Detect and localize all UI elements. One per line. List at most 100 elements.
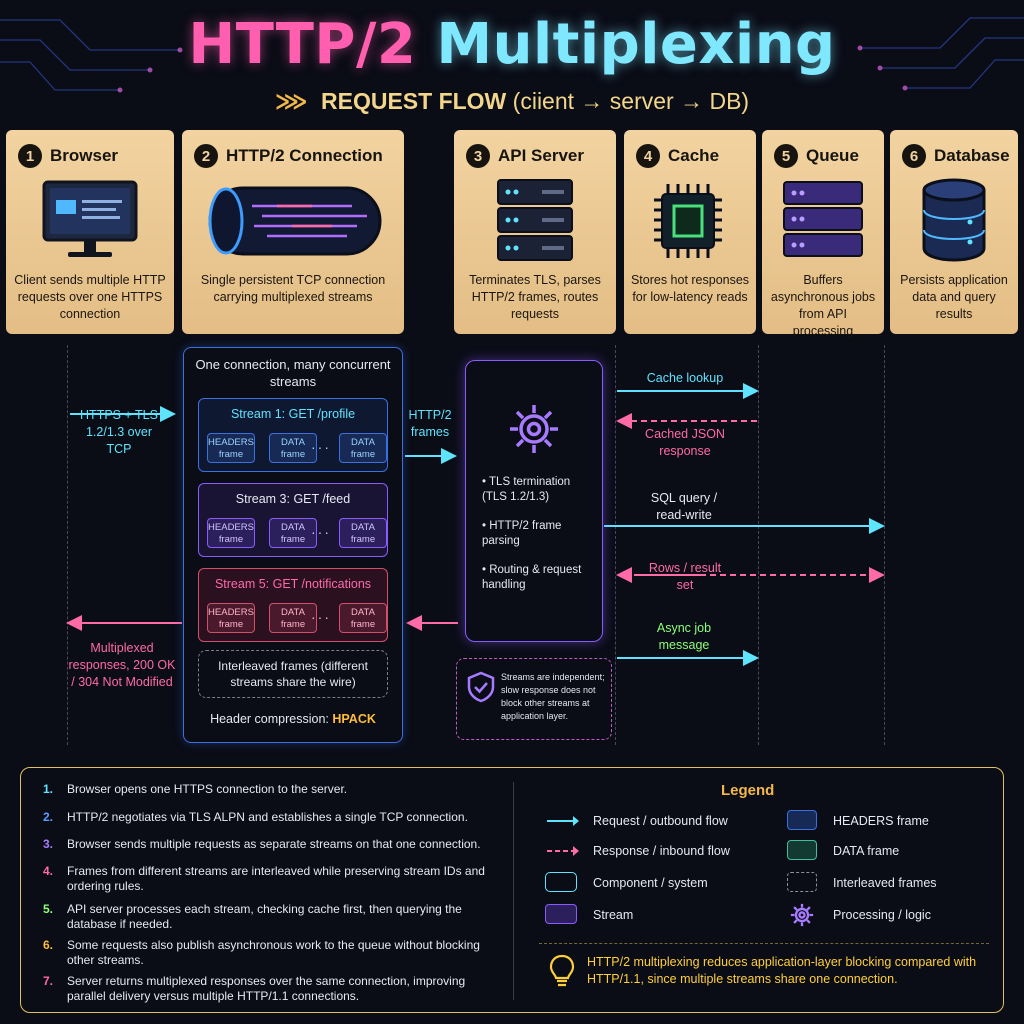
tip-text: HTTP/2 multiplexing reduces application-… xyxy=(587,955,977,986)
legend-response-label: Response / inbound flow xyxy=(593,844,730,858)
card-number: 2 xyxy=(194,144,218,168)
title-multiplexing: Multiplexing xyxy=(436,12,836,77)
step-number: 5. xyxy=(43,902,54,916)
legend-response-swatch xyxy=(547,846,579,856)
data-frame: DATA frame xyxy=(339,603,387,633)
subtitle-rest: (ciient → server → DB) xyxy=(512,88,750,114)
subtitle: ⋙ REQUEST FLOW (ciient → server → DB) xyxy=(0,88,1024,115)
label-client-request: HTTPS + TLS 1.2/1.3 over TCP xyxy=(80,408,158,456)
legend-interleaved-label: Interleaved frames xyxy=(833,876,937,890)
step-number: 6. xyxy=(43,938,54,952)
legend-title: Legend xyxy=(721,782,775,799)
legend-gear-icon xyxy=(790,903,814,927)
page-title: HTTP/2 Multiplexing xyxy=(0,12,1024,77)
legend-headers-swatch xyxy=(787,810,817,830)
legend-headers-label: HEADERS frame xyxy=(833,814,929,828)
label-http2-frames: HTTP/2 frames xyxy=(408,408,452,439)
step-text: API server processes each stream, checki… xyxy=(67,902,462,931)
api-bullet-routing: • Routing & request handling xyxy=(482,563,598,593)
label-cached-response: Cached JSON response xyxy=(645,427,725,458)
api-bullet-tls: • TLS termination (TLS 1.2/1.3) xyxy=(482,475,598,505)
step-number: 7. xyxy=(43,974,54,988)
panel-divider xyxy=(513,782,514,1000)
legend-component-label: Component / system xyxy=(593,876,708,890)
connection-title: One connection, many concurrent streams xyxy=(195,357,391,389)
frame-ellipsis: ··· xyxy=(311,524,331,540)
shield-check-icon xyxy=(467,671,495,703)
headers-frame: HEADERS frame xyxy=(207,518,255,548)
label-rows: Rows / result set xyxy=(648,561,722,592)
tip-callout: HTTP/2 multiplexing reduces application-… xyxy=(539,943,989,999)
headers-frame: HEADERS frame xyxy=(207,433,255,463)
step-text: Server returns multiplexed responses ove… xyxy=(67,974,466,1003)
bullet-mark: • xyxy=(482,520,487,532)
database-icon xyxy=(922,178,986,262)
step-number: 1. xyxy=(43,782,54,796)
label-cache-lookup: Cache lookup xyxy=(646,371,724,385)
legend-request-swatch xyxy=(547,816,579,826)
http2-connection-box: One connection, many concurrent streams … xyxy=(183,347,403,743)
streams-independent-note: Streams are independent; slow response d… xyxy=(456,658,612,740)
card-description: Terminates TLS, parses HTTP/2 frames, ro… xyxy=(469,273,601,321)
hpack-value: HPACK xyxy=(332,712,376,726)
card-description: Client sends multiple HTTP requests over… xyxy=(14,273,166,321)
legend-processing-label: Processing / logic xyxy=(833,908,931,922)
title-http2: HTTP/2 xyxy=(188,12,417,77)
stream-name: Stream 3: GET /feed xyxy=(235,492,351,506)
gear-icon xyxy=(510,405,558,453)
legend-request-label: Request / outbound flow xyxy=(593,814,728,828)
card-title: Database xyxy=(934,146,1010,165)
step-number: 2. xyxy=(43,810,54,824)
hpack-label: Header compression: xyxy=(210,712,329,726)
data-frame: DATA frame xyxy=(339,433,387,463)
card-description: Stores hot responses for low-latency rea… xyxy=(630,273,750,304)
data-frame: DATA frame xyxy=(269,603,317,633)
stream-1: Stream 1: GET /profile HEADERS frame DAT… xyxy=(198,398,388,472)
chip-icon xyxy=(654,184,722,258)
subtitle-lead: REQUEST FLOW xyxy=(321,88,507,114)
api-processing-box: • TLS termination (TLS 1.2/1.3) • HTTP/2… xyxy=(465,360,603,642)
step-number: 3. xyxy=(43,837,54,851)
summary-panel: 1. Browser opens one HTTPS connection to … xyxy=(20,767,1004,1013)
legend-data-label: DATA frame xyxy=(833,844,900,858)
legend-stream-swatch xyxy=(545,904,577,924)
stream-name: Stream 1: GET /profile xyxy=(230,407,356,421)
card-title: HTTP/2 Connection xyxy=(226,146,383,165)
label-sql-query: SQL query / read-write xyxy=(650,491,718,522)
card-database: 6 Database Persists application data and … xyxy=(890,130,1018,334)
step-text: Browser sends multiple requests as separ… xyxy=(67,837,481,851)
step-text: Browser opens one HTTPS connection to th… xyxy=(67,782,348,796)
card-title: Cache xyxy=(668,146,720,165)
stream-5: Stream 5: GET /notifications HEADERS fra… xyxy=(198,568,388,642)
card-title: API Server xyxy=(498,146,584,165)
lightbulb-icon xyxy=(549,954,575,987)
frame-ellipsis: ··· xyxy=(311,609,331,625)
legend-component-swatch xyxy=(545,872,577,892)
stream-3: Stream 3: GET /feed HEADERS frame DATA f… xyxy=(198,483,388,557)
stream-name: Stream 5: GET /notifications xyxy=(214,577,372,591)
card-number: 5 xyxy=(774,144,798,168)
bullet-text: HTTP/2 frame parsing xyxy=(482,520,562,547)
data-frame: DATA frame xyxy=(269,518,317,548)
api-bullet-parsing: • HTTP/2 frame parsing xyxy=(482,519,598,549)
bullet-mark: • xyxy=(482,564,487,576)
step-text: HTTP/2 negotiates via TLS ALPN and estab… xyxy=(67,810,468,824)
monitor-icon xyxy=(42,180,138,257)
background-circuit-decoration xyxy=(0,17,1024,93)
interleaved-frames-note: Interleaved frames (different streams sh… xyxy=(198,650,388,698)
card-description: Persists application data and query resu… xyxy=(900,273,1008,321)
card-number: 6 xyxy=(902,144,926,168)
frame-ellipsis: ··· xyxy=(311,439,331,455)
chevrons-icon: ⋙ xyxy=(274,88,308,114)
lifeline-database xyxy=(884,345,885,745)
bullet-mark: • xyxy=(482,476,487,488)
lifeline-cache-queue xyxy=(758,345,759,745)
step-text: Frames from different streams are interl… xyxy=(67,864,485,893)
bullet-text: Routing & request handling xyxy=(482,564,582,591)
data-frame: DATA frame xyxy=(269,433,317,463)
card-title: Browser xyxy=(50,146,119,165)
